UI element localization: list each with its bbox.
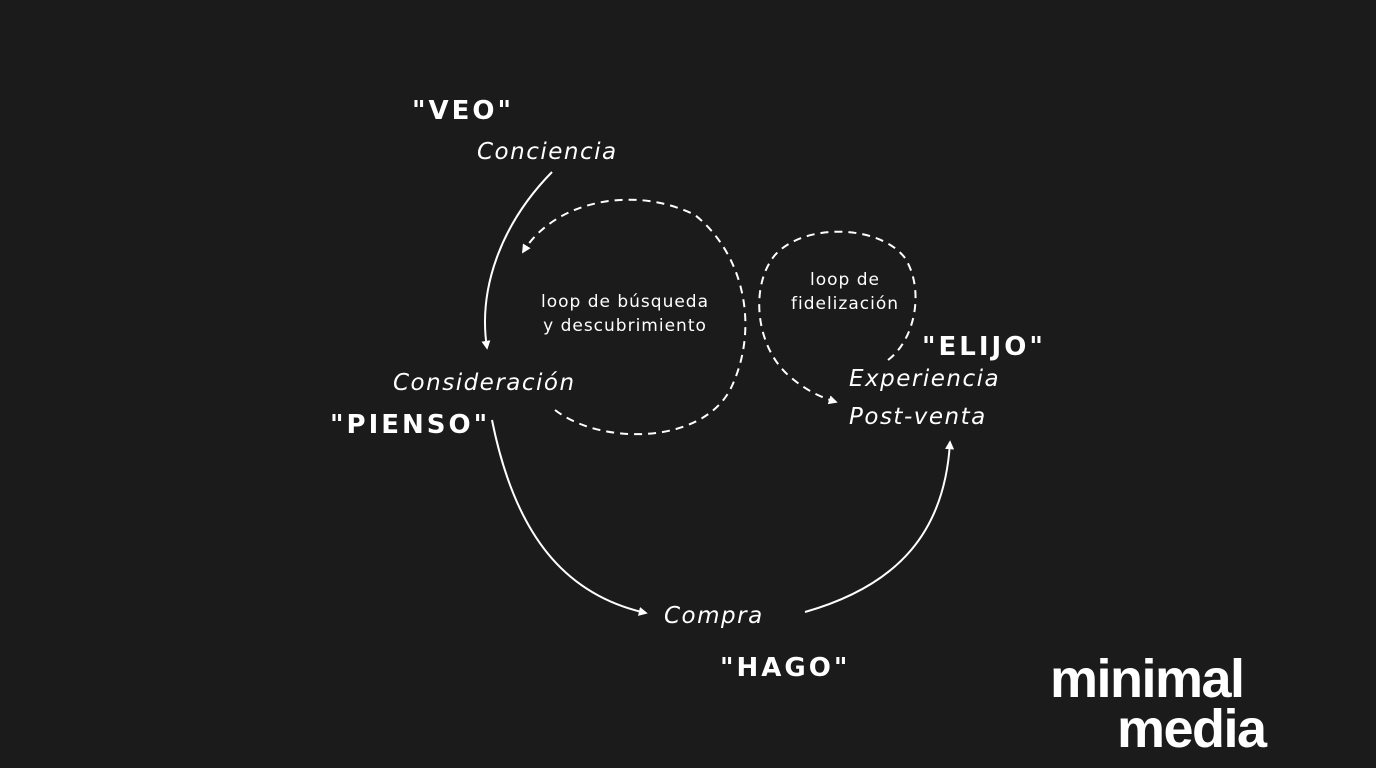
compra-label: Compra <box>664 603 764 629</box>
hago-keyword: "HAGO" <box>720 653 851 683</box>
loyalty-loop-label: loop de fidelización <box>770 268 920 316</box>
experiencia-label: Experiencia <box>849 366 1001 392</box>
search-loop-circle <box>522 198 747 436</box>
arrow-consideracion-to-compra <box>491 419 648 616</box>
loyalty-loop-line2: fidelización <box>791 294 899 314</box>
arrow-compra-to-postventa <box>804 440 955 613</box>
elijo-keyword: "ELIJO" <box>922 332 1046 362</box>
consideracion-label: Consideración <box>393 370 576 396</box>
search-loop-label: loop de búsqueda y descubrimiento <box>520 290 730 338</box>
postventa-label: Post-venta <box>849 404 987 430</box>
search-loop-line1: loop de búsqueda <box>540 292 710 312</box>
pienso-keyword: "PIENSO" <box>330 410 491 440</box>
logo-minimal: minimal <box>1050 649 1245 709</box>
conciencia-label: Conciencia <box>477 139 618 165</box>
loyalty-loop-line1: loop de <box>810 270 880 290</box>
search-loop-line2: y descubrimiento <box>543 316 707 336</box>
logo-media: media <box>1117 699 1267 759</box>
arrow-conciencia-to-consideracion <box>481 171 553 350</box>
veo-keyword: "VEO" <box>412 96 515 126</box>
loyalty-loop-circle <box>758 230 917 405</box>
